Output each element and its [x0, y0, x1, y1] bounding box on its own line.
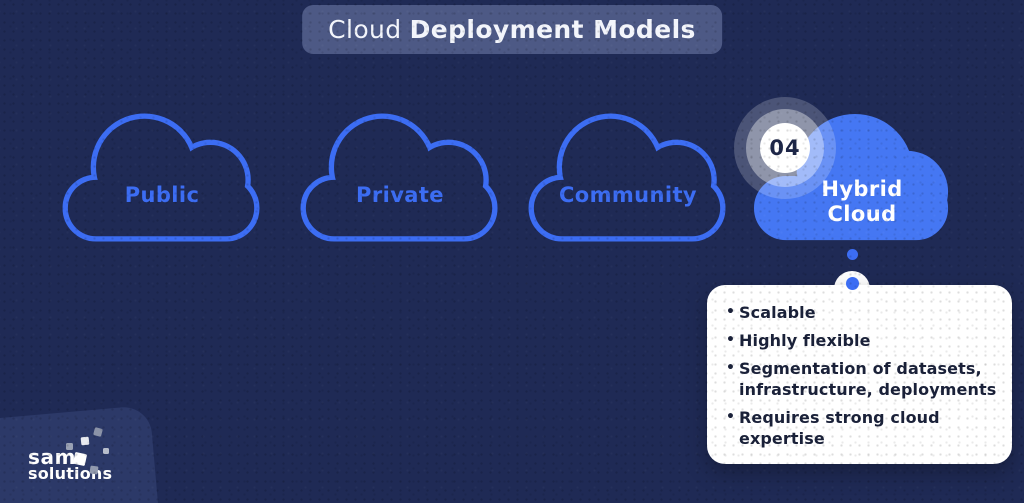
- cloud-private-label: Private: [356, 182, 444, 207]
- feature-list: Scalable Highly flexible Segmentation of…: [726, 302, 1000, 449]
- cloud-community: Community: [526, 112, 730, 243]
- badge-number: 04: [760, 123, 810, 173]
- cloud-community-label: Community: [558, 182, 698, 207]
- feature-item: Segmentation of datasets, infrastructure…: [726, 358, 1000, 400]
- cloud-hybrid-label-line2: Cloud: [827, 201, 897, 226]
- pixel-square-icon: [89, 465, 99, 475]
- connector-dot-small: [847, 249, 858, 260]
- cloud-public: Public: [60, 112, 264, 243]
- brand-logo-line2: solutions: [28, 464, 113, 483]
- cloud-outline-icon: [528, 113, 726, 242]
- cloud-hybrid: Hybrid Cloud: [750, 112, 954, 243]
- title-emphasis: Deployment Models: [409, 15, 696, 44]
- pixel-square-icon: [66, 443, 73, 450]
- cloud-filled-icon: [753, 113, 949, 241]
- feature-item: Requires strong cloud expertise: [726, 407, 1000, 449]
- callout-card: Scalable Highly flexible Segmentation of…: [707, 285, 1012, 464]
- brand-logo: sam solutions: [28, 445, 113, 483]
- pixel-square-icon: [80, 436, 90, 446]
- cloud-outline-icon: [62, 113, 260, 242]
- cloud-hybrid-label-line1: Hybrid: [821, 176, 903, 201]
- badge-ring-outer: 04: [734, 97, 836, 199]
- cloud-outline-icon: [300, 113, 498, 242]
- cloud-hybrid-label: Hybrid Cloud: [760, 136, 964, 267]
- cloud-public-label: Public: [124, 182, 200, 207]
- pixel-square-icon: [72, 451, 88, 467]
- step-badge: 04: [734, 97, 836, 199]
- title-prefix: Cloud: [328, 15, 402, 44]
- pixel-square-icon: [103, 448, 109, 454]
- feature-item: Scalable: [726, 302, 1000, 323]
- cloud-private: Private: [298, 112, 502, 243]
- brand-logo-line1: sam: [28, 445, 77, 469]
- badge-ring-inner: 04: [746, 109, 824, 187]
- feature-item: Highly flexible: [726, 330, 1000, 351]
- connector-dot-large: [846, 277, 859, 290]
